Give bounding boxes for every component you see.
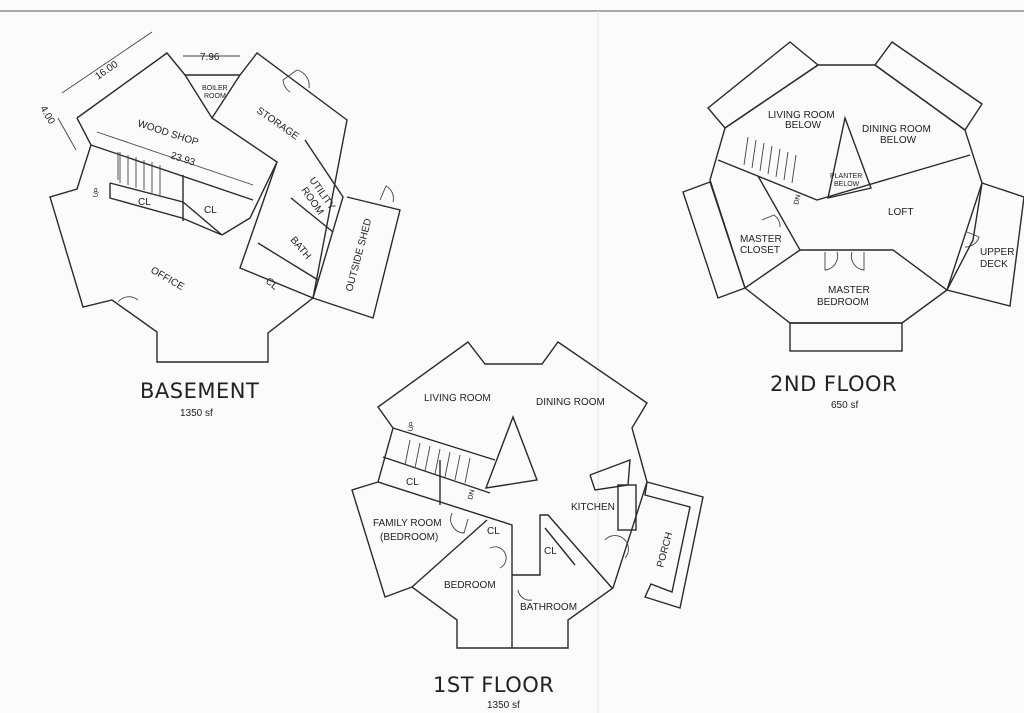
stair-down: DN xyxy=(793,194,802,206)
room-office: OFFICE xyxy=(149,265,187,293)
room-living-below: LIVING ROOM xyxy=(768,110,835,121)
room-bedroom: BEDROOM xyxy=(444,580,496,591)
room-boiler-2: ROOM xyxy=(204,93,226,100)
room-kitchen: KITCHEN xyxy=(571,502,615,513)
room-upper-deck-2: DECK xyxy=(980,259,1008,270)
room-cl-2: CL xyxy=(487,526,500,537)
room-planter: PLANTER xyxy=(830,173,862,180)
room-storage: STORAGE xyxy=(254,105,300,142)
room-outside-shed: OUTSIDE SHED xyxy=(344,217,374,292)
room-cl-1: CL xyxy=(406,477,419,488)
first-floor-area: 1350 sf xyxy=(487,700,520,711)
room-master-bedroom: MASTER xyxy=(828,285,870,296)
room-boiler: BOILER xyxy=(202,85,228,92)
dim-23-93: 23.93 xyxy=(169,150,197,168)
room-dining-below: DINING ROOM xyxy=(862,124,931,135)
dim-4: 4.00 xyxy=(37,104,56,127)
room-dining-room: DINING ROOM xyxy=(536,397,605,408)
room-porch: PORCH xyxy=(655,531,675,569)
room-cl-2: CL xyxy=(204,205,217,216)
room-bath: BATH xyxy=(288,235,313,262)
basement-title: BASEMENT xyxy=(140,379,259,403)
room-living-below-2: BELOW xyxy=(785,120,822,131)
room-dining-below-2: BELOW xyxy=(880,135,917,146)
first-floor-plan: LIVING ROOM DINING ROOM KITCHEN FAMILY R… xyxy=(351,341,704,711)
stair-up: UP xyxy=(407,421,416,433)
dim-7-96: 7.96 xyxy=(200,52,220,63)
room-planter-2: BELOW xyxy=(834,181,860,188)
room-living-room: LIVING ROOM xyxy=(424,393,491,404)
first-floor-title: 1ST FLOOR xyxy=(433,673,554,697)
room-wood-shop: WOOD SHOP xyxy=(136,118,200,148)
second-floor-area: 650 sf xyxy=(831,400,858,411)
second-floor-title: 2ND FLOOR xyxy=(770,372,897,396)
room-cl-1: CL xyxy=(138,197,151,208)
room-master-closet: MASTER xyxy=(740,234,782,245)
room-master-closet-2: CLOSET xyxy=(740,245,780,256)
room-bathroom: BATHROOM xyxy=(520,602,577,613)
room-master-bedroom-2: BEDROOM xyxy=(817,297,869,308)
stair-up: UP xyxy=(92,187,101,199)
room-family-room: FAMILY ROOM xyxy=(373,518,442,529)
room-cl-3: CL xyxy=(544,546,557,557)
stair-down: DN xyxy=(467,489,476,501)
room-upper-deck: UPPER xyxy=(980,247,1014,258)
second-floor-plan: LIVING ROOM BELOW DINING ROOM BELOW PLAN… xyxy=(682,41,1024,411)
basement-plan: 16.00 7.96 4.00 23.93 WOOD SHOP BOILER R… xyxy=(37,31,401,419)
room-family-bedroom: (BEDROOM) xyxy=(380,532,438,543)
room-loft: LOFT xyxy=(888,207,914,218)
basement-area: 1350 sf xyxy=(180,408,213,419)
